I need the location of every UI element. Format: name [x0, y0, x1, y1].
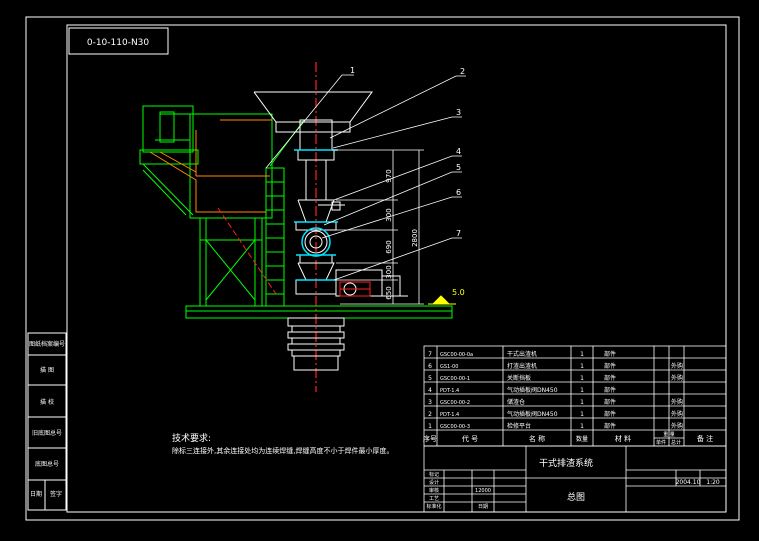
parts-row-3-note: 外购 [671, 398, 683, 406]
parts-row-4-qty: 1 [580, 387, 584, 394]
parts-row-1-qty: 1 [580, 423, 584, 430]
parts-row-6-name: 打渣出渣机 [507, 362, 537, 370]
dimension-lines [332, 149, 424, 305]
parts-row-7-no: 7 [428, 351, 432, 358]
hdr-total: 总计 [671, 439, 681, 446]
dim-total: 2800 [411, 229, 419, 247]
title-type: 总图 [567, 491, 585, 503]
hdr-code: 代 号 [462, 434, 478, 443]
parts-row-7-code: GSC00-00-0a [440, 352, 473, 358]
parts-row-5-note: 外购 [671, 374, 683, 382]
parts-row-7-qty: 1 [580, 351, 584, 358]
parts-list [423, 345, 727, 447]
parts-row-5-no: 5 [428, 375, 432, 382]
title-date: 2004.10 [676, 479, 701, 486]
title-left-label-4: 标准化 [426, 503, 441, 510]
callout-2: 2 [460, 67, 465, 76]
title-left-value-4: 日期 [478, 504, 488, 510]
parts-row-2-code: PDT-1.4 [440, 412, 459, 418]
hdr-material: 材 料 [615, 434, 631, 443]
hdr-qty: 数量 [576, 435, 588, 443]
parts-row-3-code: GSC00-00-2 [440, 400, 470, 406]
parts-row-4-type: 部件 [604, 386, 616, 394]
drawing-code: 0-10-110-N30 [87, 38, 150, 48]
parts-row-6-qty: 1 [580, 363, 584, 370]
parts-row-2-type: 部件 [604, 410, 616, 418]
parts-row-7-type: 部件 [604, 350, 616, 358]
parts-row-4-name: 气动插板阀DN450 [507, 386, 558, 394]
parts-row-5-code: GSC00-00-1 [440, 376, 470, 382]
parts-row-3-qty: 1 [580, 399, 584, 406]
parts-row-1-name: 检修平台 [507, 422, 531, 430]
parts-row-2-name: 气动插板阀DN450 [507, 410, 558, 418]
title-left-value-2: 12000 [475, 488, 491, 494]
dim-d3: 690 [385, 240, 393, 253]
callout-6: 6 [456, 188, 461, 197]
stamp-trace: 描 图 [40, 366, 54, 374]
parts-row-5-name: 关断挡板 [507, 374, 531, 382]
parts-row-6-code: GS1-00 [440, 364, 458, 370]
callout-4: 4 [456, 147, 461, 156]
dim-d2: 300 [385, 208, 393, 221]
parts-row-5-type: 部件 [604, 374, 616, 382]
stamp-base-no: 底图总号 [35, 460, 59, 468]
stamp-date: 日期 [30, 490, 42, 498]
callout-1: 1 [350, 66, 355, 75]
parts-row-5-qty: 1 [580, 375, 584, 382]
callout-leaders [265, 74, 466, 281]
title-left-label-1: 设计 [429, 479, 439, 486]
callout-5: 5 [456, 163, 461, 172]
parts-row-1-type: 部件 [604, 422, 616, 430]
title-left-label-0: 标记 [429, 471, 439, 478]
parts-row-2-note: 外购 [671, 410, 683, 418]
left-stamp-column: 图纸档案编号 描 图 描 校 旧底图总号 底图总号 日期 签字 [27, 332, 67, 511]
parts-row-1-note: 外购 [671, 422, 683, 430]
parts-row-7-name: 干式出渣机 [507, 350, 537, 358]
dim-d4: 300 [385, 265, 393, 278]
title-scale: 1:20 [706, 479, 720, 486]
hdr-note: 备 注 [697, 434, 713, 443]
drawing-code-box: 0-10-110-N30 [68, 27, 169, 55]
stamp-old-no: 旧底图总号 [32, 429, 62, 437]
parts-row-6-note: 外购 [671, 362, 683, 370]
stamp-sign: 签字 [50, 490, 62, 498]
parts-row-1-no: 1 [428, 423, 432, 430]
tech-req-title: 技术要求: [172, 432, 211, 444]
stamp-archive: 图纸档案编号 [29, 340, 65, 348]
title-left-label-2: 审核 [429, 487, 439, 494]
assembly-drawing [139, 62, 456, 392]
parts-row-4-no: 4 [428, 387, 432, 394]
callout-7: 7 [456, 229, 461, 238]
stamp-check: 描 校 [40, 398, 54, 406]
parts-row-2-qty: 1 [580, 411, 584, 418]
hdr-no: 序号 [423, 434, 437, 443]
title-block [423, 445, 727, 513]
parts-row-1-code: GSC00-00-3 [440, 424, 470, 430]
inner-frame [66, 24, 727, 513]
hdr-weight: 重 量 [663, 431, 675, 438]
hdr-single: 单件 [656, 439, 666, 446]
parts-row-3-no: 3 [428, 399, 432, 406]
dim-d1: 970 [385, 169, 393, 182]
title-name: 干式排渣系统 [539, 457, 593, 469]
tech-req-text: 除标三连接外,其余连接处均为连续焊缝,焊缝高度不小于焊件最小厚度。 [172, 446, 393, 455]
callout-3: 3 [456, 108, 461, 117]
elevation-label: 5.0 [452, 288, 465, 297]
parts-row-3-name: 储渣仓 [507, 398, 525, 406]
parts-row-4-code: PDT-1.4 [440, 388, 459, 394]
dim-d5: 650 [385, 286, 393, 299]
parts-row-3-type: 部件 [604, 398, 616, 406]
parts-row-6-type: 部件 [604, 362, 616, 370]
hdr-name: 名 称 [529, 434, 545, 443]
title-left-label-3: 工艺 [429, 496, 439, 502]
parts-row-2-no: 2 [428, 411, 432, 418]
parts-row-6-no: 6 [428, 363, 432, 370]
outer-frame [25, 16, 740, 521]
